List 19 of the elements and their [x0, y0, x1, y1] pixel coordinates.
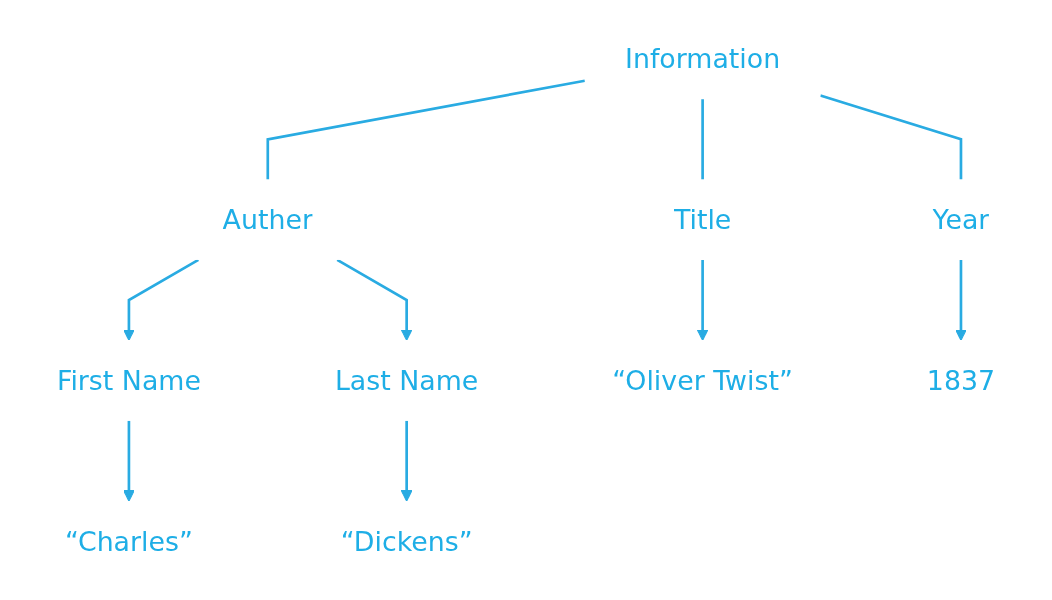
arrow [400, 420, 413, 502]
arrow [123, 258, 200, 341]
node-text: Year [932, 203, 990, 236]
node-text: “Oliver Twist” [612, 364, 793, 397]
node-text: “Charles” [64, 525, 193, 558]
arrow [123, 420, 135, 502]
node-text: Title [673, 203, 732, 236]
arrow [696, 259, 709, 341]
node-text: “Dickens” [340, 525, 473, 558]
node-text: First Name [56, 364, 201, 397]
connector [820, 94, 963, 180]
connector [701, 99, 704, 180]
node-text: Last Name [334, 364, 479, 397]
node-text: Auther [222, 203, 313, 236]
connector [266, 79, 586, 180]
arrow [955, 259, 967, 341]
node-text: Information [625, 42, 781, 75]
arrow [336, 258, 413, 341]
node-text: 1837 [926, 364, 996, 397]
